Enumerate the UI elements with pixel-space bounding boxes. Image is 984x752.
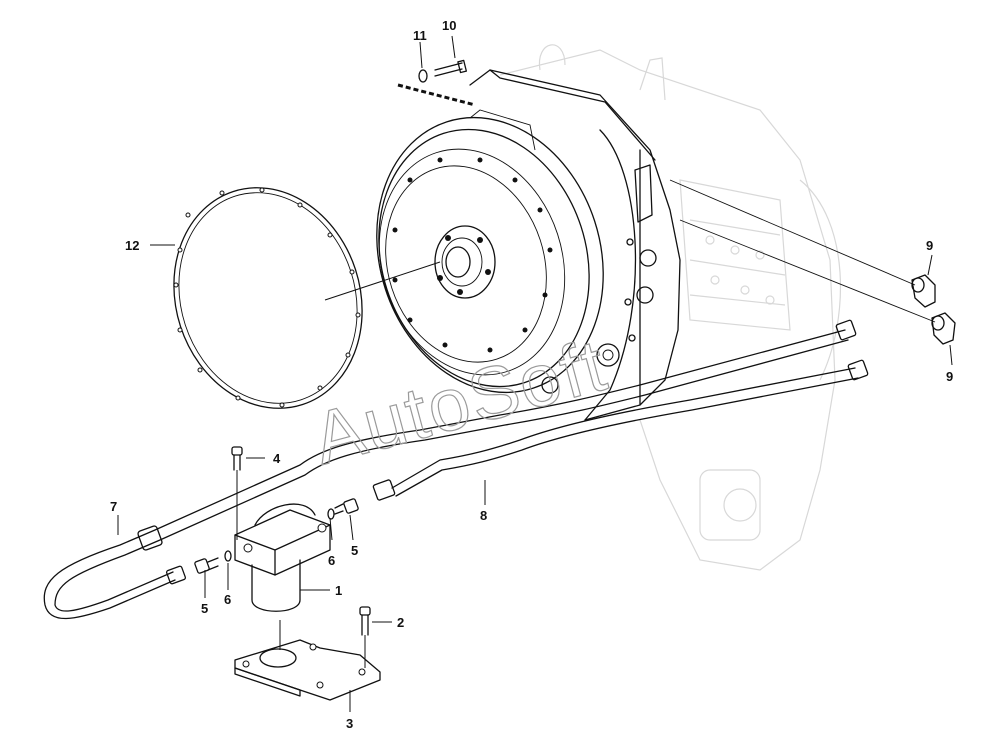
bracket-part-3 — [234, 620, 381, 701]
callout-4: 4 — [273, 451, 281, 466]
bolt-part-4 — [231, 446, 243, 540]
callout-6-left: 6 — [224, 592, 231, 607]
callout-9-upper: 9 — [926, 238, 933, 253]
bolt-part-2 — [359, 606, 371, 668]
hose-part-7 — [43, 319, 857, 620]
callout-3: 3 — [346, 716, 353, 731]
gasket-to-shaft-line — [324, 261, 441, 301]
callout-10: 10 — [442, 18, 456, 33]
filter-part-1 — [234, 503, 331, 612]
callout-11: 11 — [413, 28, 427, 43]
callout-2: 2 — [397, 615, 404, 630]
o-ring-part-6-left — [224, 550, 232, 562]
elbow-fitting-part-9-lower — [931, 312, 956, 345]
elbow-fitting-part-9-upper — [911, 274, 936, 308]
callout-5-right: 5 — [351, 543, 358, 558]
callout-12: 12 — [125, 238, 139, 253]
adapter-fitting-part-5-left — [194, 557, 219, 574]
callout-9-lower: 9 — [946, 369, 953, 384]
callout-7: 7 — [110, 499, 117, 514]
gasket-part-12 — [173, 187, 363, 409]
callout-leaders — [117, 35, 953, 712]
adapter-fitting-part-5-right — [334, 498, 359, 515]
bolt-part-10 — [434, 59, 468, 77]
callout-5-left: 5 — [201, 601, 208, 616]
callout-8: 8 — [480, 508, 487, 523]
callout-1: 1 — [335, 583, 342, 598]
hose-part-8 — [372, 359, 869, 501]
washer-part-11 — [418, 69, 428, 83]
gearbox-ghost — [499, 44, 842, 571]
o-ring-part-6-right — [327, 508, 335, 520]
bolt-alignment-line — [397, 83, 476, 107]
hose-leader-upper — [669, 179, 916, 286]
hose-leader-lower — [679, 219, 936, 323]
callout-6-right: 6 — [328, 553, 335, 568]
